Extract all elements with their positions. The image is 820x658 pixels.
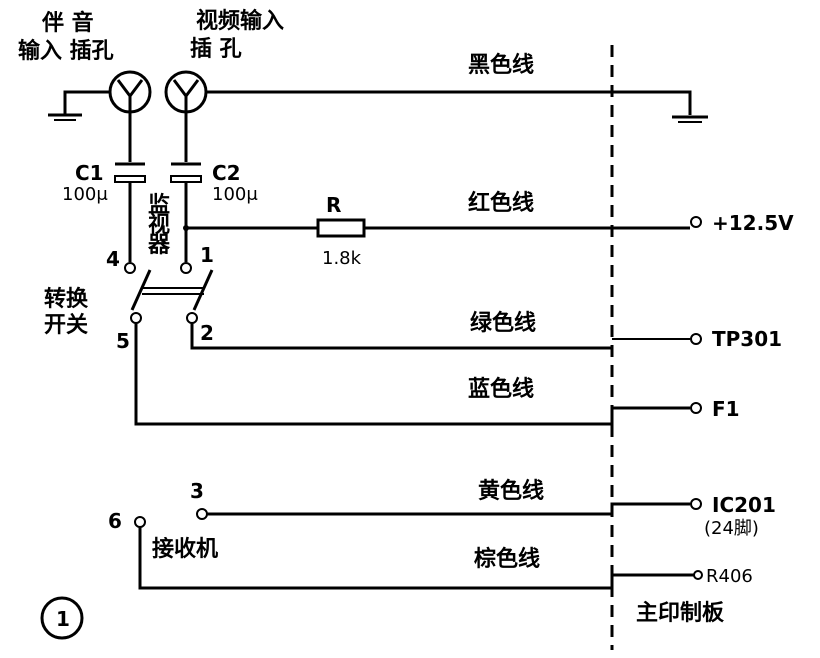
ground-symbol-right [672, 115, 708, 123]
capacitor-c1 [114, 162, 146, 183]
pin-1 [180, 262, 192, 274]
terminal-label-tp301: TP301 [712, 327, 782, 351]
audio-jack-label-2: 输入 插孔 [18, 38, 114, 64]
monitor-label-2: 视 [148, 212, 170, 238]
pin-3 [196, 508, 208, 520]
capacitor-c2 [170, 162, 202, 183]
figure-number-circle [40, 596, 84, 640]
wire-label-brown: 棕色线 [474, 546, 540, 572]
pin-3-label: 3 [190, 479, 204, 503]
terminal-label-f1: F1 [712, 397, 740, 421]
terminal-12v [690, 216, 702, 228]
pin-1-label: 1 [200, 243, 214, 267]
terminal-label-12v: +12.5V [712, 211, 794, 235]
monitor-label-3: 器 [147, 233, 171, 258]
black-wire [206, 90, 692, 115]
resistor-value: 1.8k [322, 248, 362, 269]
video-jack-label-2: 插 孔 [190, 37, 242, 62]
figure-number: 1 [56, 607, 70, 631]
pin-5-label: 5 [116, 329, 130, 353]
c1-name: C1 [75, 161, 104, 185]
terminal-note-ic201: (24脚) [704, 518, 759, 539]
terminal-label-ic201: IC201 [712, 493, 776, 517]
pin-2-label: 2 [200, 321, 214, 345]
terminal-r406 [693, 570, 703, 580]
wire-label-yellow: 黄色线 [478, 478, 544, 504]
c2-name: C2 [212, 161, 241, 185]
blue-wire [134, 323, 690, 426]
audio-jack-symbol [108, 70, 152, 114]
wire-label-black: 黑色线 [468, 52, 534, 78]
receiver-label: 接收机 [152, 536, 218, 562]
green-wire [190, 323, 612, 350]
pin-5 [130, 312, 142, 324]
switch-symbol [130, 269, 214, 311]
monitor-label-1: 监 [148, 192, 170, 218]
wire-label-green: 绿色线 [470, 310, 536, 336]
terminal-label-r406: R406 [706, 566, 753, 587]
resistor-r [316, 218, 366, 238]
switch-label-1: 转换 [44, 286, 89, 312]
video-jack-label-1: 视频输入 [196, 8, 284, 34]
pin-2 [186, 312, 198, 324]
audio-jack-label-1: 伴 音 [41, 10, 94, 36]
terminal-tp301 [690, 333, 702, 345]
wire-label-red: 红色线 [468, 190, 534, 216]
video-jack-symbol [164, 70, 208, 114]
c1-value: 100μ [62, 184, 108, 205]
c2-value: 100μ [212, 184, 258, 205]
pin-4 [124, 262, 136, 274]
brown-wire [138, 527, 694, 590]
pin-6-label: 6 [108, 509, 122, 533]
terminal-f1 [690, 402, 702, 414]
main-board-label: 主印制板 [636, 601, 725, 626]
switch-label-2: 开关 [44, 313, 88, 338]
yellow-wire [207, 502, 690, 516]
pin-4-label: 4 [106, 247, 120, 271]
ground-symbol-left [48, 90, 110, 121]
pin-6 [134, 516, 146, 528]
resistor-name: R [326, 193, 341, 217]
terminal-ic201 [690, 498, 702, 510]
wire-label-blue: 蓝色线 [468, 376, 534, 402]
